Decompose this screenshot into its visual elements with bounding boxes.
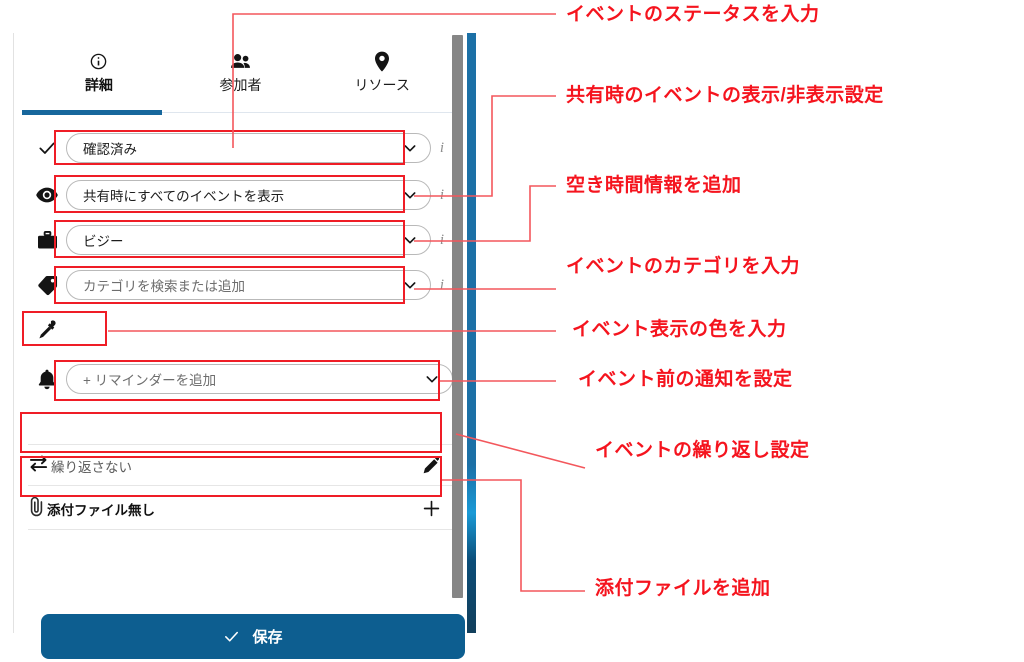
people-icon [230, 50, 252, 72]
divider [28, 444, 452, 445]
event-color-swatch[interactable] [66, 314, 102, 344]
briefcase-icon [28, 230, 66, 250]
callout-reminder: イベント前の通知を設定 [578, 369, 793, 390]
repeat-icon [28, 454, 49, 478]
visibility-select-value: 共有時にすべてのイベントを表示 [83, 189, 285, 204]
scrollbar-thumb[interactable] [452, 35, 463, 598]
tag-icon [28, 275, 66, 296]
status-select[interactable]: 確認済み [66, 133, 431, 163]
chevron-down-icon [402, 277, 418, 293]
plus-icon[interactable] [410, 499, 452, 518]
bell-icon [28, 369, 66, 390]
panel-tabs: 詳細 参加者 [28, 33, 453, 111]
callout-attachment: 添付ファイルを追加 [595, 578, 771, 599]
add-reminder-select[interactable]: + リマインダーを追加 [66, 364, 453, 394]
attachment-label: 添付ファイル無し [47, 502, 155, 518]
recurrence-row[interactable]: 繰り返さない [28, 445, 452, 486]
save-button-label: 保存 [252, 629, 283, 646]
eyedropper-icon [28, 319, 66, 340]
callout-freebusy: 空き時間情報を追加 [566, 175, 742, 196]
tab-participants-label: 参加者 [219, 77, 262, 93]
callout-visibility: 共有時のイベントの表示/非表示設定 [566, 85, 884, 106]
visibility-info-icon[interactable]: i [439, 186, 445, 203]
pencil-icon[interactable] [410, 456, 452, 475]
chevron-down-icon [402, 187, 418, 203]
chevron-down-icon [402, 232, 418, 248]
tab-resources-label: リソース [354, 77, 410, 93]
tab-resources[interactable]: リソース [311, 33, 453, 111]
row-status: 確認済み i [28, 129, 453, 167]
callout-status: イベントのステータスを入力 [566, 4, 820, 25]
divider [28, 485, 452, 486]
event-detail-panel: 詳細 参加者 [13, 33, 468, 659]
app-right-edge [467, 33, 476, 633]
row-event-color [28, 312, 453, 346]
active-tab-underline [22, 110, 162, 115]
tab-participants[interactable]: 参加者 [170, 33, 312, 111]
availability-select-value: ビジー [83, 234, 124, 249]
chevron-down-icon [424, 371, 440, 387]
divider [28, 529, 452, 530]
recurrence-label: 繰り返さない [51, 459, 132, 475]
row-visibility: 共有時にすべてのイベントを表示 i [28, 176, 453, 214]
status-select-value: 確認済み [83, 142, 137, 157]
save-button[interactable]: 保存 [41, 614, 465, 659]
check-icon [28, 138, 66, 158]
tab-details-label: 詳細 [84, 77, 113, 93]
eye-icon [28, 187, 66, 203]
tab-details[interactable]: 詳細 [28, 33, 170, 111]
check-icon [225, 631, 239, 642]
availability-select[interactable]: ビジー [66, 225, 431, 255]
location-pin-icon [374, 50, 390, 72]
paperclip-icon [28, 496, 45, 522]
status-info-icon[interactable]: i [439, 139, 445, 156]
row-reminder: + リマインダーを追加 [28, 360, 453, 398]
callout-color: イベント表示の色を入力 [572, 319, 787, 340]
category-select-value: カテゴリを検索または追加 [83, 279, 245, 294]
row-category: カテゴリを検索または追加 i [28, 266, 453, 304]
info-circle-icon [89, 50, 108, 72]
add-reminder-label: + リマインダーを追加 [83, 373, 217, 388]
category-info-icon[interactable]: i [439, 276, 445, 293]
callout-category: イベントのカテゴリを入力 [566, 256, 801, 277]
visibility-select[interactable]: 共有時にすべてのイベントを表示 [66, 180, 431, 210]
category-select[interactable]: カテゴリを検索または追加 [66, 270, 431, 300]
attachment-row[interactable]: 添付ファイル無し [28, 488, 452, 529]
availability-info-icon[interactable]: i [439, 231, 445, 248]
chevron-down-icon [402, 140, 418, 156]
row-availability: ビジー i [28, 221, 453, 259]
callout-recurrence: イベントの繰り返し設定 [595, 440, 810, 461]
